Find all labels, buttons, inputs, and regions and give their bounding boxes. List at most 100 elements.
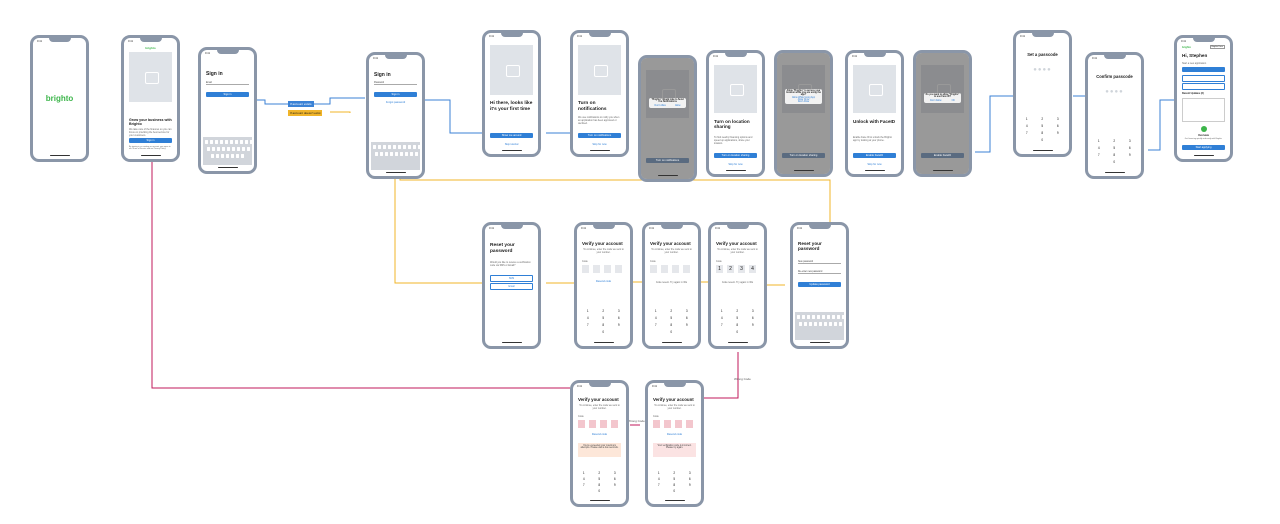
key-4[interactable]: 4 (1025, 124, 1028, 128)
key-8[interactable]: 8 (1113, 153, 1116, 157)
key-9[interactable]: 9 (613, 483, 616, 487)
key-8[interactable]: 8 (670, 323, 673, 327)
key-7[interactable]: 7 (1097, 153, 1100, 157)
keyboard[interactable] (795, 312, 845, 340)
keyboard[interactable] (371, 142, 421, 170)
key-7[interactable]: 7 (654, 323, 657, 327)
key-1[interactable]: 1 (1025, 117, 1028, 121)
key-6[interactable]: 6 (613, 477, 616, 481)
password-field[interactable]: Password (374, 82, 417, 85)
key-8[interactable]: 8 (736, 323, 739, 327)
key-9[interactable]: 9 (1056, 131, 1059, 135)
recent-card[interactable] (1182, 98, 1225, 122)
code-box-4[interactable] (615, 265, 622, 273)
key-5[interactable]: 5 (736, 316, 739, 320)
code-box-1[interactable] (653, 420, 660, 428)
key-8[interactable]: 8 (1041, 131, 1044, 135)
key-0[interactable]: 0 (598, 489, 601, 493)
key-2[interactable]: 2 (1113, 139, 1116, 143)
code-box-4[interactable]: 4 (749, 265, 756, 273)
email-option[interactable]: Email (490, 283, 533, 290)
key-1[interactable]: 1 (657, 471, 660, 475)
key-0[interactable]: 0 (1041, 138, 1044, 142)
code-box-1[interactable] (582, 265, 589, 273)
numpad[interactable]: 1 2 3 4 5 6 7 8 9 0 (580, 309, 627, 339)
email-field[interactable]: Email (206, 82, 249, 85)
numpad[interactable]: 1 2 3 4 5 6 7 8 9 0 (714, 309, 761, 339)
start-applying-button[interactable]: Start applying (1182, 145, 1225, 150)
key-0[interactable]: 0 (1113, 160, 1116, 164)
key-5[interactable]: 5 (602, 316, 605, 320)
key-8[interactable]: 8 (673, 483, 676, 487)
key-7[interactable]: 7 (720, 323, 723, 327)
key-2[interactable]: 2 (670, 309, 673, 313)
turn-on-location-button[interactable]: Turn on location sharing (714, 153, 757, 158)
key-9[interactable]: 9 (1128, 153, 1131, 157)
key-4[interactable]: 4 (654, 316, 657, 320)
code-box-1[interactable]: 1 (716, 265, 723, 273)
skip-link[interactable]: Skip for now (728, 163, 743, 166)
allow-button[interactable]: Allow (674, 105, 681, 107)
code-box-2[interactable] (664, 420, 671, 428)
key-3[interactable]: 3 (685, 309, 688, 313)
resend-code-link[interactable]: Resend code (591, 433, 608, 436)
key-9[interactable]: 9 (751, 323, 754, 327)
numpad[interactable]: 1 2 3 4 5 6 7 8 9 0 (651, 471, 698, 497)
code-box-1[interactable] (650, 265, 657, 273)
sign-in-button[interactable]: Sign in (374, 92, 417, 97)
code-box-1[interactable] (578, 420, 585, 428)
key-5[interactable]: 5 (1113, 146, 1116, 150)
resend-code-link[interactable]: Resend code (666, 433, 683, 436)
key-1[interactable]: 1 (586, 309, 589, 313)
key-2[interactable]: 2 (602, 309, 605, 313)
numpad[interactable]: 1 2 3 4 5 6 7 8 9 0 (1091, 139, 1138, 169)
key-0[interactable]: 0 (670, 330, 673, 334)
key-8[interactable]: 8 (602, 323, 605, 327)
sms-option[interactable]: SMS (490, 275, 533, 282)
key-4[interactable]: 4 (657, 477, 660, 481)
key-5[interactable]: 5 (598, 477, 601, 481)
application-option-2[interactable] (1182, 83, 1225, 90)
enable-faceid-button[interactable]: Enable FaceID (921, 153, 964, 158)
key-8[interactable]: 8 (598, 483, 601, 487)
code-box-2[interactable] (593, 265, 600, 273)
key-1[interactable]: 1 (654, 309, 657, 313)
new-password-field[interactable]: New password (798, 261, 841, 264)
sign-in-button[interactable]: Sign in (129, 138, 172, 143)
key-0[interactable]: 0 (736, 330, 739, 334)
skip-link[interactable]: Skip for now (592, 143, 607, 146)
start-application-button[interactable] (1182, 67, 1225, 72)
key-7[interactable]: 7 (582, 483, 585, 487)
key-5[interactable]: 5 (673, 477, 676, 481)
resend-code-link[interactable]: Resend code (595, 280, 612, 283)
code-box-3[interactable] (672, 265, 679, 273)
key-6[interactable]: 6 (1128, 146, 1131, 150)
keyboard[interactable] (203, 137, 253, 165)
key-6[interactable]: 6 (688, 477, 691, 481)
key-2[interactable]: 2 (1041, 117, 1044, 121)
key-3[interactable]: 3 (613, 471, 616, 475)
key-9[interactable]: 9 (688, 483, 691, 487)
key-6[interactable]: 6 (1056, 124, 1059, 128)
dont-allow-button[interactable]: Don't Allow (930, 100, 942, 102)
update-password-button[interactable]: Update password (798, 282, 841, 287)
allow-while-using-option[interactable]: Allow While Using App (792, 97, 815, 99)
key-0[interactable]: 0 (673, 489, 676, 493)
show-me-around-button[interactable]: Show me around (490, 133, 533, 138)
skip-tutorial-link[interactable]: Skip tutorial (504, 143, 519, 146)
ok-button[interactable]: OK (951, 100, 955, 102)
key-2[interactable]: 2 (673, 471, 676, 475)
tab-brighto-docs[interactable]: Brighto Docs (1209, 45, 1225, 49)
key-5[interactable]: 5 (1041, 124, 1044, 128)
numpad[interactable]: 1 2 3 4 5 6 7 8 9 0 (1019, 117, 1066, 147)
skip-link[interactable]: Skip for now (867, 163, 882, 166)
code-box-3[interactable] (675, 420, 682, 428)
key-7[interactable]: 7 (1025, 131, 1028, 135)
key-3[interactable]: 3 (1056, 117, 1059, 121)
dont-allow-button[interactable]: Don't Allow (654, 105, 666, 107)
turn-on-location-button[interactable]: Turn on location sharing (782, 153, 825, 158)
sign-in-button[interactable]: Sign in (206, 92, 249, 97)
key-2[interactable]: 2 (598, 471, 601, 475)
turn-on-notifications-button[interactable]: Turn on notifications (578, 133, 621, 138)
key-7[interactable]: 7 (586, 323, 589, 327)
